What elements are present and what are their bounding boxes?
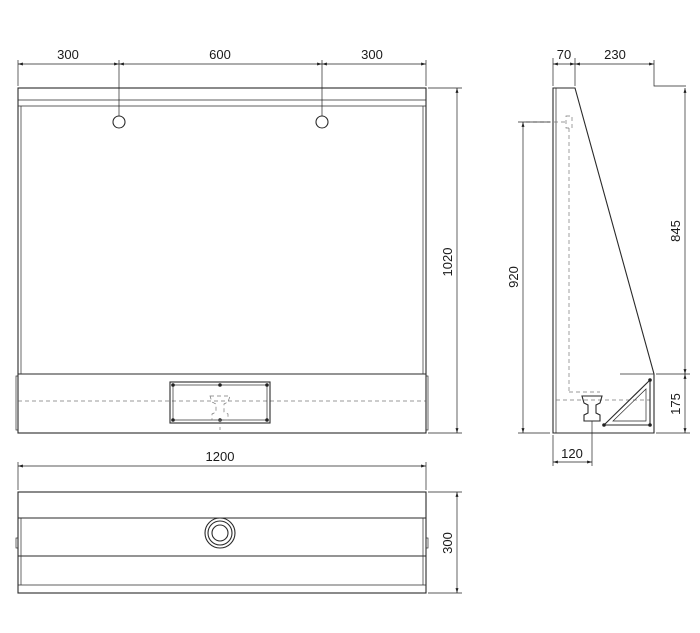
top-depth-dimension: 300 (428, 491, 462, 594)
dim-front-center-spacing: 600 (209, 47, 231, 62)
front-top-dimension: 300 600 300 (17, 47, 427, 116)
dim-side-lower-height: 175 (668, 393, 683, 415)
side-bracket (602, 378, 652, 427)
front-inlet-hole-right (315, 115, 329, 129)
side-top-dimension: 70 230 (552, 47, 686, 87)
front-valve-hidden (209, 395, 231, 430)
dim-top-depth: 300 (440, 532, 455, 554)
front-foot-right (425, 375, 429, 431)
panel-screw (171, 383, 175, 387)
dim-top-width: 1200 (206, 449, 235, 464)
dim-side-top-back: 70 (557, 47, 571, 62)
side-outline (552, 87, 655, 434)
front-outline (17, 87, 427, 434)
side-right-dimension: 845 175 (656, 88, 690, 434)
drain-mid-ring (207, 520, 233, 546)
dim-front-height: 1020 (440, 248, 455, 277)
front-foot-left (15, 375, 19, 431)
front-height-dimension: 1020 (428, 87, 462, 434)
dim-side-total-height: 920 (506, 266, 521, 288)
panel-screw (218, 383, 222, 387)
front-inlet-hole-left (112, 115, 126, 129)
side-total-height-dimension: 920 (506, 121, 550, 434)
panel-screw (171, 418, 175, 422)
top-outline (17, 491, 427, 594)
access-panel (169, 381, 271, 424)
panel-screw (265, 383, 269, 387)
drain-inner-ring (211, 524, 229, 542)
dim-side-top-front: 230 (604, 47, 626, 62)
dim-front-right-offset: 300 (361, 47, 383, 62)
dim-front-left-offset: 300 (57, 47, 79, 62)
drain-outer-ring (204, 517, 236, 549)
access-panel-inner (172, 384, 268, 421)
top-width-dimension: 1200 (17, 449, 427, 490)
side-valve (581, 395, 603, 430)
top-foot-right (425, 537, 429, 549)
side-base-dimension: 120 (552, 430, 593, 466)
side-pipe-hidden (526, 115, 650, 401)
panel-screw (265, 418, 269, 422)
front-view: 300 600 300 1020 (15, 47, 462, 434)
top-foot-left (15, 537, 19, 549)
top-view: 1200 300 (15, 449, 462, 594)
dim-side-base-depth: 120 (561, 446, 583, 461)
dim-side-upper-height: 845 (668, 220, 683, 242)
side-view: 70 230 920 845 175 120 (506, 47, 690, 466)
